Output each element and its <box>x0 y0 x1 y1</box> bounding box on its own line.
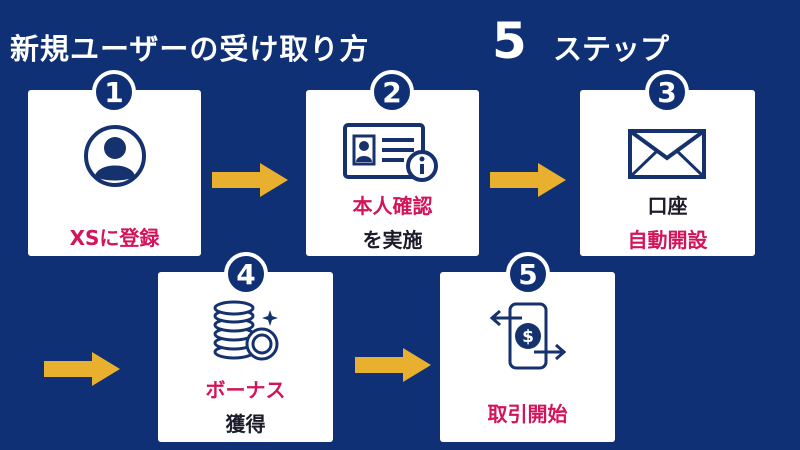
step-card-3: 口座 自動開設 <box>580 90 755 256</box>
arrow-right-icon <box>355 348 431 382</box>
step-card-1: XSに登録 <box>28 90 201 256</box>
step-badge-2: 2 <box>370 70 414 114</box>
step-badge-3: 3 <box>645 70 689 114</box>
step-badge-5: 5 <box>506 252 550 296</box>
step-4-label-line1: ボーナス <box>205 378 286 402</box>
step-card-2: 本人確認 を実施 <box>306 90 479 256</box>
step-badge-1: 1 <box>92 70 136 114</box>
coins-icon <box>213 300 279 361</box>
arrow-right-icon <box>212 163 288 197</box>
step-1-label: XSに登録 <box>69 226 160 250</box>
step-5-label: 取引開始 <box>487 402 568 426</box>
user-icon <box>84 125 146 187</box>
svg-text:$: $ <box>522 327 534 347</box>
exchange-dollar-icon: $ <box>489 302 567 370</box>
step-card-4: ボーナス 獲得 <box>158 272 333 442</box>
step-3-label-line1: 口座 <box>647 194 688 218</box>
id-card-icon <box>343 123 438 182</box>
steps-label: ステップ <box>553 32 670 66</box>
arrow-right-icon <box>44 352 120 386</box>
step-2-label-line1: 本人確認 <box>352 194 433 218</box>
step-4-label-line2: 獲得 <box>225 412 266 436</box>
step-2-label-line2: を実施 <box>362 228 423 252</box>
envelope-icon <box>628 129 706 179</box>
step-3-label-line2: 自動開設 <box>627 228 708 252</box>
step-badge-4: 4 <box>224 252 268 296</box>
page-title: 新規ユーザーの受け取り方 <box>10 32 370 66</box>
step-card-5: $ 取引開始 <box>440 272 615 442</box>
arrow-right-icon <box>490 163 566 197</box>
steps-count: 5 <box>492 12 527 70</box>
